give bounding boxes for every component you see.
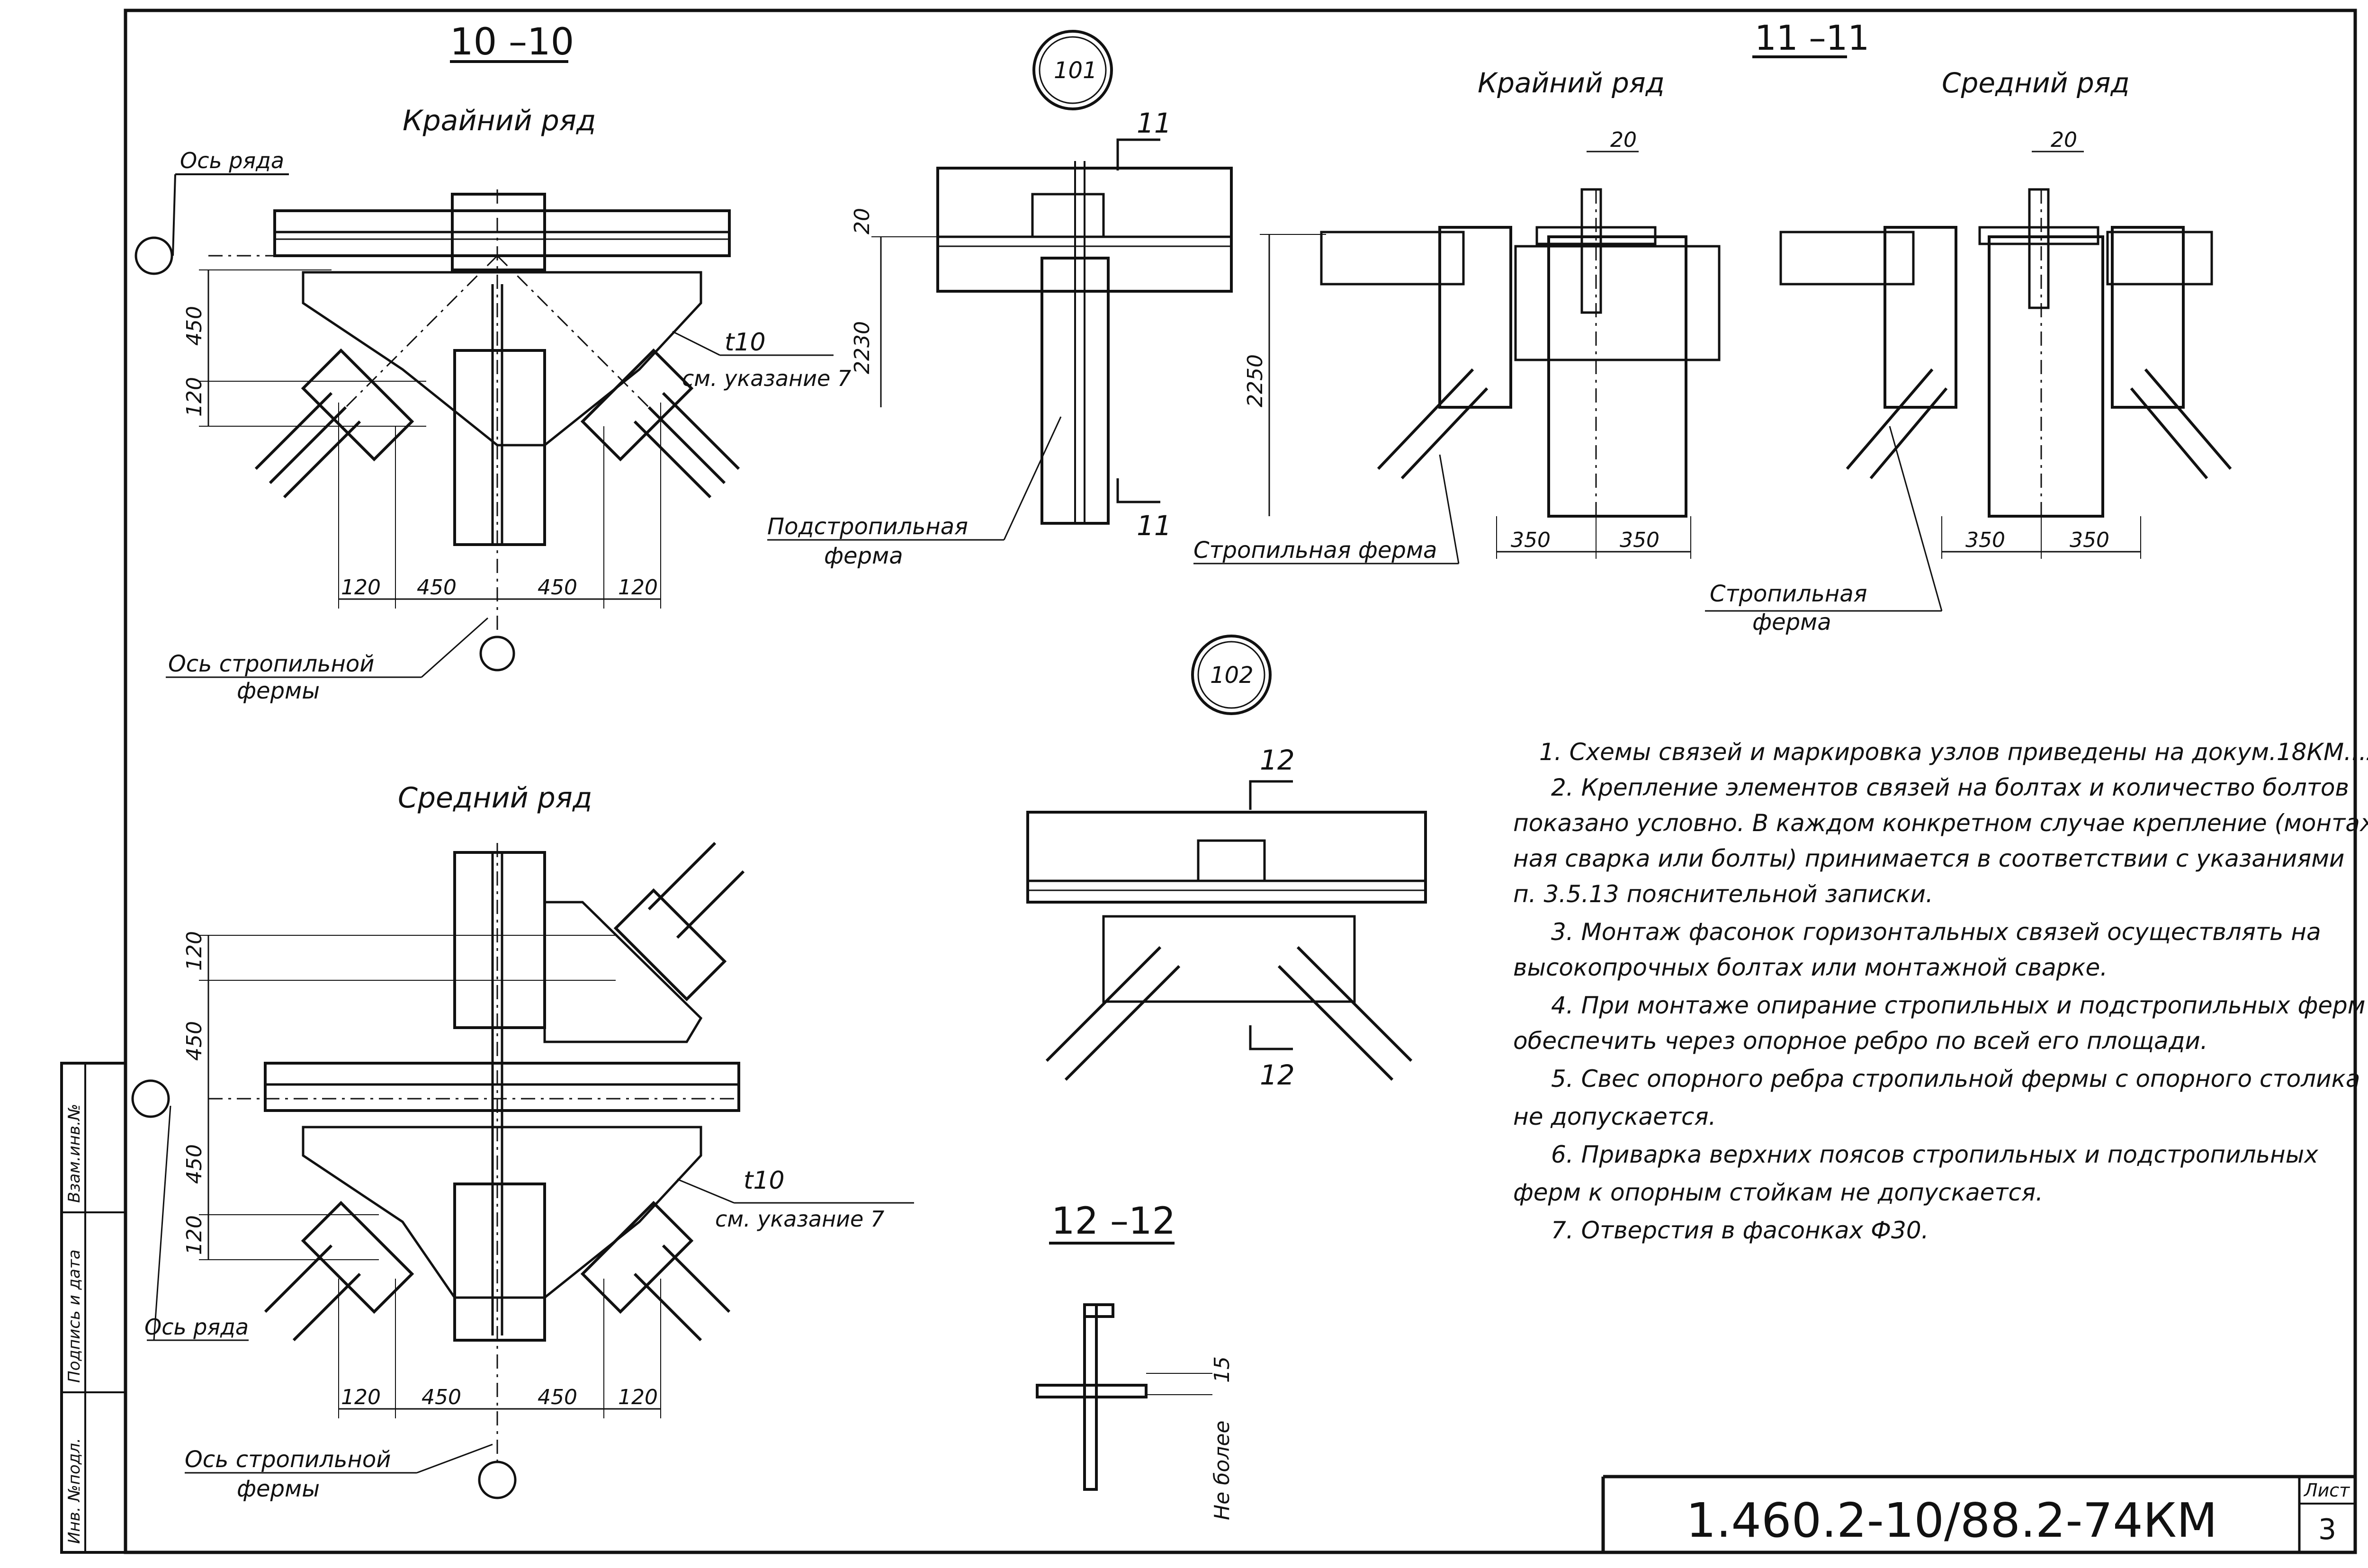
note-line-0: 1. Схемы связей и маркировка узлов приве…: [1539, 738, 2368, 766]
dim-h20b: 20: [2051, 128, 2077, 152]
label-truss-axis-top-2: фермы: [237, 678, 320, 704]
dim-120d: 120: [618, 1385, 658, 1409]
dim-v15: 15: [1210, 1356, 1234, 1383]
side-stamp-inv: Инв. №подл.: [65, 1438, 84, 1544]
note-line-13: 7. Отверстия в фасонках Ф30.: [1551, 1217, 1929, 1244]
axis-row-marker-bottom: [131, 1079, 170, 1118]
dim-350b: 350: [1620, 528, 1659, 552]
side-stamp: Инв. №подл. Подпись и дата Взам.инв.№: [60, 1062, 127, 1554]
dim-v2230: 2230: [850, 321, 874, 374]
dim-v20: 20: [850, 208, 874, 234]
axis-truss-marker-bottom: [478, 1460, 517, 1499]
axis-truss-marker-top: [479, 636, 515, 672]
dim-h20a: 20: [1610, 128, 1637, 152]
section-12-12-profile: [1036, 1303, 1148, 1491]
node-101-label: 101: [1054, 57, 1097, 84]
label-t10-top: t10: [725, 328, 766, 357]
label-edge-row-right: Крайний ряд: [1478, 67, 1665, 99]
note-line-8: обеспечить через опорное ребро по всей е…: [1513, 1027, 2208, 1055]
dim-v450-top: 450: [182, 306, 206, 346]
label-t10-bottom: t10: [744, 1166, 785, 1195]
label-sub-truss-1: Подстропильная: [767, 513, 968, 540]
label-edge-row-left: Крайний ряд: [403, 104, 596, 137]
stamp-code: 1.460.2-10/88.2-74КМ: [1686, 1493, 2217, 1548]
dim-v450-mid-top: 450: [182, 1021, 206, 1061]
note-line-9: 5. Свес опорного ребра стропильной фермы…: [1551, 1065, 2360, 1093]
dim-v2250: 2250: [1243, 354, 1267, 407]
label-see-note-top: см. указание 7: [682, 366, 851, 391]
title-stamp: 1.460.2-10/88.2-74КМ Лист 3: [1601, 1475, 2355, 1552]
dim-450c: 450: [422, 1385, 461, 1409]
label-not-more: Не более: [1210, 1421, 1234, 1520]
note-line-12: ферм к опорным стойкам не допускается.: [1513, 1179, 2043, 1206]
dim-450a: 450: [417, 575, 457, 600]
section-11-11: 11 –11 Крайний ряд Средний ряд 350 350 2…: [1193, 18, 2232, 636]
label-middle-row-left: Средний ряд: [398, 781, 592, 815]
dim-120c: 120: [341, 1385, 381, 1409]
dim-350a: 350: [1511, 528, 1551, 552]
node-101-detail: 101 11 11 20 2230 Подстропильная ферма: [767, 30, 1233, 569]
label-row-axis-top: Ось ряда: [180, 148, 284, 173]
dim-450d: 450: [538, 1385, 577, 1409]
dim-v120-mid-bottom: 120: [182, 1215, 206, 1255]
cut-11-bottom: 11: [1137, 510, 1172, 542]
label-row-axis-bottom: Ось ряда: [144, 1314, 249, 1340]
label-truss-right-2: ферма: [1752, 609, 1831, 636]
label-sub-truss-2: ферма: [824, 543, 903, 569]
dim-350d: 350: [2070, 528, 2109, 552]
section-title-12-12: 12 –12: [1051, 1200, 1175, 1243]
label-truss-left: Стропильная ферма: [1193, 537, 1437, 564]
axis-row-marker-top: [135, 236, 173, 275]
label-middle-row-right: Средний ряд: [1942, 67, 2130, 99]
label-truss-axis-top-1: Ось стропильной: [168, 651, 374, 677]
sheet-frame: [124, 9, 2357, 1554]
note-line-7: 4. При монтаже опирание стропильных и по…: [1551, 992, 2365, 1019]
node-101-marker: [1032, 30, 1113, 110]
cut-11-top: 11: [1137, 107, 1172, 139]
note-line-3: ная сварка или болты) принимается в соот…: [1513, 845, 2344, 872]
node-102-label: 102: [1210, 662, 1254, 689]
note-line-5: 3. Монтаж фасонок горизонтальных связей …: [1551, 918, 2321, 946]
note-line-4: п. 3.5.13 пояснительной записки.: [1513, 880, 1933, 908]
cut-12-bottom: 12: [1260, 1059, 1295, 1091]
column-10-10: [453, 349, 546, 546]
note-line-6: высокопрочных болтах или монтажной сварк…: [1513, 954, 2108, 981]
label-truss-axis-bottom-2: фермы: [237, 1476, 320, 1502]
section-title-10-10: 10 –10: [450, 21, 574, 63]
dim-450b: 450: [538, 575, 577, 600]
dim-v120-top: 120: [182, 377, 206, 417]
dim-350c: 350: [1965, 528, 2005, 552]
note-line-10: не допускается.: [1513, 1103, 1716, 1130]
section-10-10-edge-row: 10 –10 Крайний ряд Ось ряда: [135, 21, 851, 704]
dim-120a: 120: [341, 575, 381, 600]
label-truss-right-1: Стропильная: [1710, 581, 1867, 607]
note-line-2: показано условно. В каждом конкретном сл…: [1513, 809, 2368, 837]
note-line-11: 6. Приварка верхних поясов стропильных и…: [1551, 1141, 2318, 1168]
cut-12-top: 12: [1260, 744, 1295, 776]
stamp-sheet-number: 3: [2318, 1513, 2336, 1546]
beam-middle-row: [264, 1062, 740, 1112]
note-line-1: 2. Крепление элементов связей на болтах …: [1551, 774, 2349, 801]
node-102-detail: 102 12 12 12 –12 15 Не более: [1026, 635, 1427, 1520]
node-102-marker: [1191, 635, 1272, 715]
label-see-note-bottom: см. указание 7: [715, 1206, 884, 1232]
section-title-11-11: 11 –11: [1755, 18, 1869, 58]
stamp-sheet-label: Лист: [2303, 1480, 2350, 1501]
label-truss-axis-bottom-1: Ось стропильной: [185, 1446, 391, 1473]
side-stamp-vzam: Взам.инв.№: [65, 1104, 84, 1203]
section-10-10-middle-row: Средний ряд t10 см. указание 7: [131, 781, 914, 1502]
notes-block: 1. Схемы связей и маркировка узлов приве…: [1513, 738, 2368, 1244]
dim-120b: 120: [618, 575, 658, 600]
dim-v120-mid-top: 120: [182, 931, 206, 971]
side-stamp-podpis: Подпись и дата: [65, 1249, 84, 1383]
dim-v450-mid-bottom: 450: [182, 1144, 206, 1184]
